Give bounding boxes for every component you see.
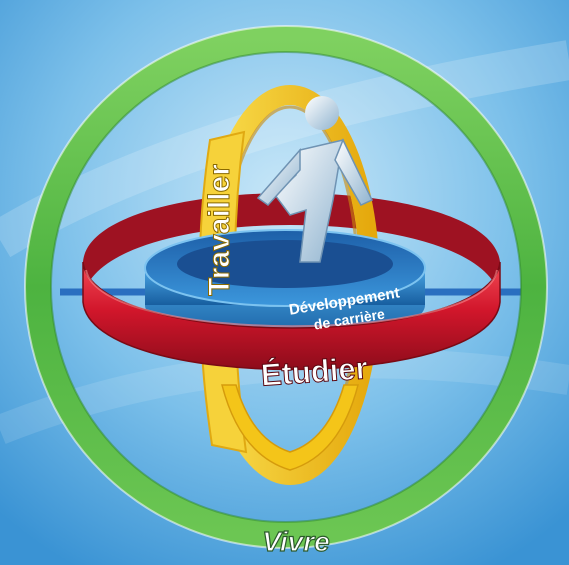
outer-ring-vivre — [25, 26, 547, 548]
person-figure-icon — [256, 96, 374, 263]
outer-ring-edge — [50, 51, 522, 523]
outer-ring-edge — [24, 25, 548, 549]
horizontal-ring-back — [83, 193, 500, 300]
label-travailler: Travailler — [203, 164, 236, 296]
label-etudier: Étudier — [260, 350, 369, 392]
horizontal-ring-highlight — [85, 269, 498, 328]
center-disc-hole — [177, 240, 393, 288]
vertical-ring-front — [221, 384, 359, 471]
label-vivre: Vivre — [262, 526, 329, 557]
